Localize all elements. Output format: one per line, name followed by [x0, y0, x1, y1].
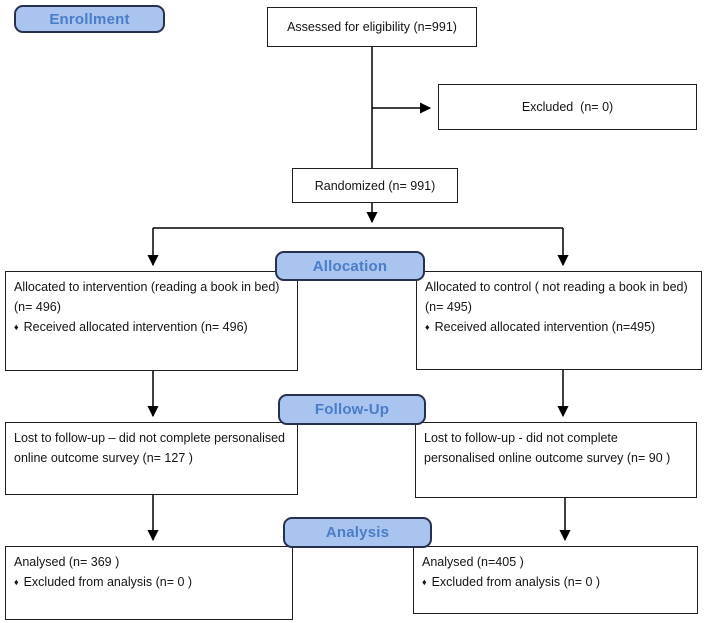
allocated-control-text: Allocated to control ( not reading a boo…	[425, 280, 688, 314]
allocated-control-bullet-line: ♦ Received allocated intervention (n=495)	[425, 317, 693, 338]
randomized-box: Randomized (n= 991)	[292, 168, 458, 203]
allocated-control-box: Allocated to control ( not reading a boo…	[416, 271, 702, 370]
lost-followup-intervention-text: Lost to follow-up – did not complete per…	[14, 431, 285, 465]
allocated-intervention-text: Allocated to intervention (reading a boo…	[14, 280, 280, 314]
diamond-bullet-icon: ♦	[425, 322, 430, 332]
stage-label-enrollment: Enrollment	[14, 5, 165, 33]
analysed-control-box: Analysed (n=405 ) ♦ Excluded from analysi…	[413, 546, 698, 614]
allocated-intervention-box: Allocated to intervention (reading a boo…	[5, 271, 298, 371]
excluded-text: Excluded (n= 0)	[521, 100, 614, 114]
analysed-intervention-text: Analysed (n= 369 )	[14, 555, 120, 569]
allocated-intervention-bullet-line: ♦ Received allocated intervention (n= 496…	[14, 317, 289, 338]
diamond-bullet-icon: ♦	[422, 577, 427, 587]
stage-label-allocation: Allocation	[275, 251, 425, 281]
assessed-eligibility-box: Assessed for eligibility (n=991)	[267, 7, 477, 47]
randomized-text: Randomized (n= 991)	[314, 178, 436, 193]
diamond-bullet-icon: ♦	[14, 577, 19, 587]
analysed-control-bullet-line: ♦ Excluded from analysis (n= 0 )	[422, 572, 689, 593]
analysed-intervention-box: Analysed (n= 369 ) ♦ Excluded from analys…	[5, 546, 293, 620]
lost-followup-control-text: Lost to follow-up - did not complete per…	[424, 431, 671, 465]
allocated-intervention-bullet-text: Received allocated intervention (n= 496)	[23, 320, 248, 334]
analysed-intervention-bullet-text: Excluded from analysis (n= 0 )	[23, 575, 193, 589]
analysed-control-text: Analysed (n=405 )	[422, 555, 524, 569]
stage-label-analysis: Analysis	[283, 517, 432, 548]
stage-label-followup: Follow-Up	[278, 394, 426, 425]
analysed-intervention-bullet-line: ♦ Excluded from analysis (n= 0 )	[14, 572, 284, 593]
assessed-eligibility-text: Assessed for eligibility (n=991)	[287, 20, 457, 34]
diamond-bullet-icon: ♦	[14, 322, 19, 332]
analysed-control-bullet-text: Excluded from analysis (n= 0 )	[431, 575, 601, 589]
lost-followup-intervention-box: Lost to follow-up – did not complete per…	[5, 422, 298, 495]
allocated-control-bullet-text: Received allocated intervention (n=495)	[434, 320, 656, 334]
lost-followup-control-box: Lost to follow-up - did not complete per…	[415, 422, 697, 498]
excluded-box: Excluded (n= 0)	[438, 84, 697, 130]
